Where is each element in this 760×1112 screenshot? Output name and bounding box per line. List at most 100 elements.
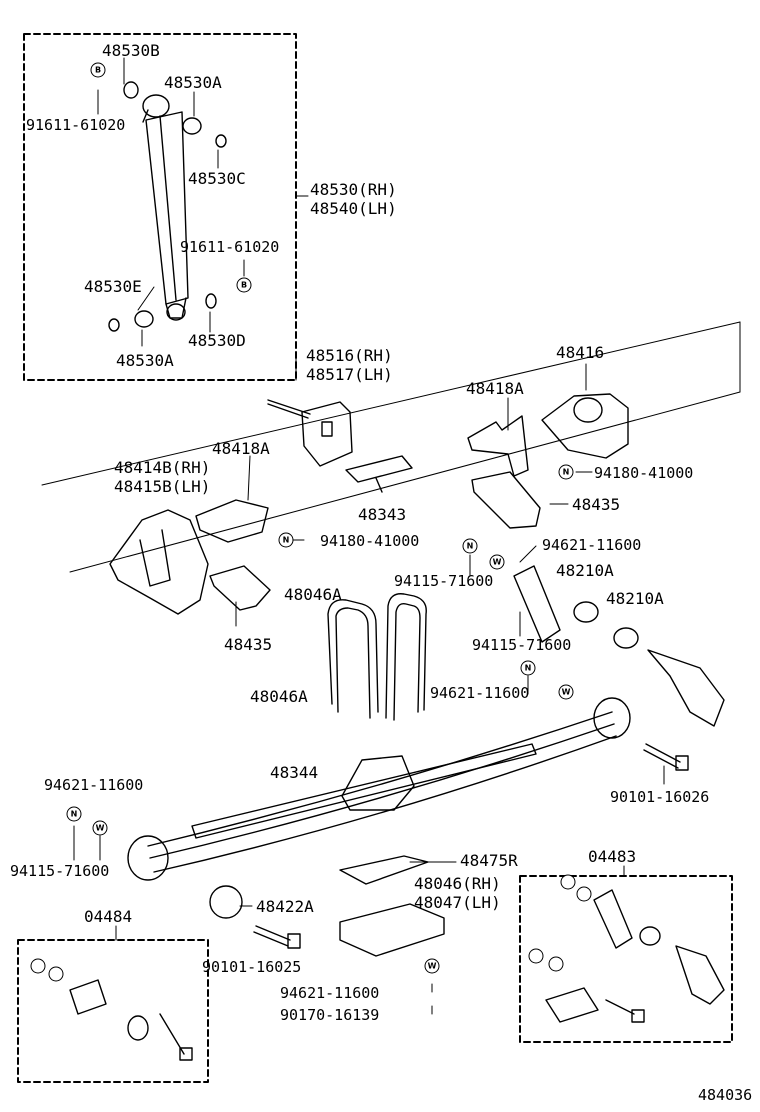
nut-symbol-text: N	[71, 810, 78, 819]
part-label-48530D[interactable]: 48530D	[188, 331, 246, 350]
nut-symbol-kit-04483-b	[528, 948, 544, 964]
nut-symbol-text: N	[525, 664, 532, 673]
spring-seat	[339, 903, 445, 957]
part-label-48530-rh: 48530(RH)	[310, 180, 397, 199]
part-label-94115-71600-left[interactable]: 94115-71600	[10, 862, 110, 880]
part-label-48530E[interactable]: 48530E	[84, 277, 142, 296]
plate-48435-right	[471, 471, 541, 529]
u-bolt-left	[327, 599, 379, 719]
part-label-48516-48517[interactable]: 48516(RH) 48517(LH)	[306, 346, 393, 384]
part-label-48517-lh: 48517(LH)	[306, 365, 393, 384]
nut-symbol-right	[558, 464, 574, 480]
washer-symbol-text: W	[562, 688, 571, 697]
part-label-48516-rh: 48516(RH)	[306, 346, 393, 365]
kit-04483-parts	[545, 889, 725, 1023]
part-label-90101-16025[interactable]: 90101-16025	[202, 958, 302, 976]
part-label-90170-16139[interactable]: 90170-16139	[280, 1006, 380, 1024]
left-bracket-48414B	[109, 509, 209, 615]
part-label-48046-rh: 48046(RH)	[414, 874, 501, 893]
part-label-48530A-top[interactable]: 48530A	[164, 73, 222, 92]
bolt-symbol-shock	[236, 277, 252, 293]
kit-04484-parts	[69, 979, 193, 1061]
front-hanger-bracket	[267, 399, 353, 467]
part-label-90101-16026[interactable]: 90101-16026	[610, 788, 710, 806]
rear-hanger-bracket	[541, 393, 629, 459]
part-label-48422A[interactable]: 48422A	[256, 897, 314, 916]
shock-bushings	[108, 81, 227, 332]
washer-symbol-top	[489, 554, 505, 570]
washer-symbol-bottom	[424, 958, 440, 974]
part-label-04483[interactable]: 04483	[588, 847, 637, 866]
part-label-94621-11600-top[interactable]: 94621-11600	[542, 536, 642, 554]
nut-symbol-text: N	[563, 468, 570, 477]
nut-symbol-top	[462, 538, 478, 554]
part-label-48343[interactable]: 48343	[358, 505, 407, 524]
part-label-94180-41000-left[interactable]: 94180-41000	[320, 532, 420, 550]
nut-symbol-mid	[520, 660, 536, 676]
part-label-94621-11600-left[interactable]: 94621-11600	[44, 776, 144, 794]
part-label-48530A-bottom[interactable]: 48530A	[116, 351, 174, 370]
part-label-48047-lh: 48047(LH)	[414, 893, 501, 912]
washer-symbol-kit-04483	[576, 886, 592, 902]
leaf-spring	[127, 697, 631, 881]
part-label-04484[interactable]: 04484	[84, 907, 133, 926]
part-label-94115-71600-mid[interactable]: 94115-71600	[472, 636, 572, 654]
part-label-48418A-right[interactable]: 48418A	[466, 379, 524, 398]
part-label-48046A-top[interactable]: 48046A	[284, 585, 342, 604]
bracket-48418A-right	[467, 415, 529, 477]
part-label-48344[interactable]: 48344	[270, 763, 319, 782]
part-label-48540-lh: 48540(LH)	[310, 199, 397, 218]
part-label-48435-left[interactable]: 48435	[224, 635, 273, 654]
bolt-symbol-text: B	[241, 281, 247, 290]
plate-48435-left	[209, 565, 271, 611]
part-label-94180-41000-right[interactable]: 94180-41000	[594, 464, 694, 482]
part-label-91611-61020-right[interactable]: 91611-61020	[180, 238, 280, 256]
part-label-48416[interactable]: 48416	[556, 343, 605, 362]
part-label-48210A-2[interactable]: 48210A	[606, 589, 664, 608]
part-label-91611-61020-left[interactable]: 91611-61020	[26, 116, 126, 134]
nut-symbol-kit-04483	[560, 874, 576, 890]
nut-symbol-text: N	[467, 542, 474, 551]
washer-symbol-text: W	[428, 962, 437, 971]
part-label-48210A-1[interactable]: 48210A	[556, 561, 614, 580]
part-label-48046A-left[interactable]: 48046A	[250, 687, 308, 706]
spring-shackle	[513, 565, 725, 727]
nut-symbol-left-spring	[66, 806, 82, 822]
part-label-48415B-lh: 48415B(LH)	[114, 477, 211, 496]
diagram-id: 484036	[698, 1086, 753, 1104]
washer-symbol-mid	[558, 684, 574, 700]
washer-symbol-kit-04483-b	[548, 956, 564, 972]
u-bolt-right	[385, 593, 427, 721]
part-label-94621-11600-mid[interactable]: 94621-11600	[430, 684, 530, 702]
part-label-48418A-left[interactable]: 48418A	[212, 439, 270, 458]
bolt-90101-16025	[253, 925, 301, 949]
part-label-48530C[interactable]: 48530C	[188, 169, 246, 188]
nut-symbol-left	[278, 532, 294, 548]
part-label-94115-71600-top[interactable]: 94115-71600	[394, 572, 494, 590]
kit-04484-box	[17, 939, 209, 1083]
bump-stopper	[341, 755, 415, 811]
spacer-48343	[345, 455, 413, 493]
washer-symbol-kit-04484	[48, 966, 64, 982]
part-label-48475R[interactable]: 48475R	[460, 851, 518, 870]
nut-symbol-kit-04484	[30, 958, 46, 974]
part-label-48530B[interactable]: 48530B	[102, 41, 160, 60]
shock-absorber	[142, 94, 189, 321]
washer-symbol-text: W	[493, 558, 502, 567]
kit-04483-box	[519, 875, 733, 1043]
part-label-48435-right[interactable]: 48435	[572, 495, 621, 514]
bushing-48422A	[209, 885, 243, 919]
part-label-94621-11600-bottom[interactable]: 94621-11600	[280, 984, 380, 1002]
part-label-48046-48047[interactable]: 48046(RH) 48047(LH)	[414, 874, 501, 912]
part-label-48530-48540[interactable]: 48530(RH) 48540(LH)	[310, 180, 397, 218]
bolt-symbol-text: B	[95, 66, 101, 75]
washer-symbol-text: W	[96, 824, 105, 833]
nut-symbol-text: N	[283, 536, 290, 545]
bolt-symbol-top	[90, 62, 106, 78]
washer-symbol-left-spring	[92, 820, 108, 836]
part-label-48414B-rh: 48414B(RH)	[114, 458, 211, 477]
shock-absorber-group-box	[23, 33, 297, 381]
part-label-48414B-48415B[interactable]: 48414B(RH) 48415B(LH)	[114, 458, 210, 496]
